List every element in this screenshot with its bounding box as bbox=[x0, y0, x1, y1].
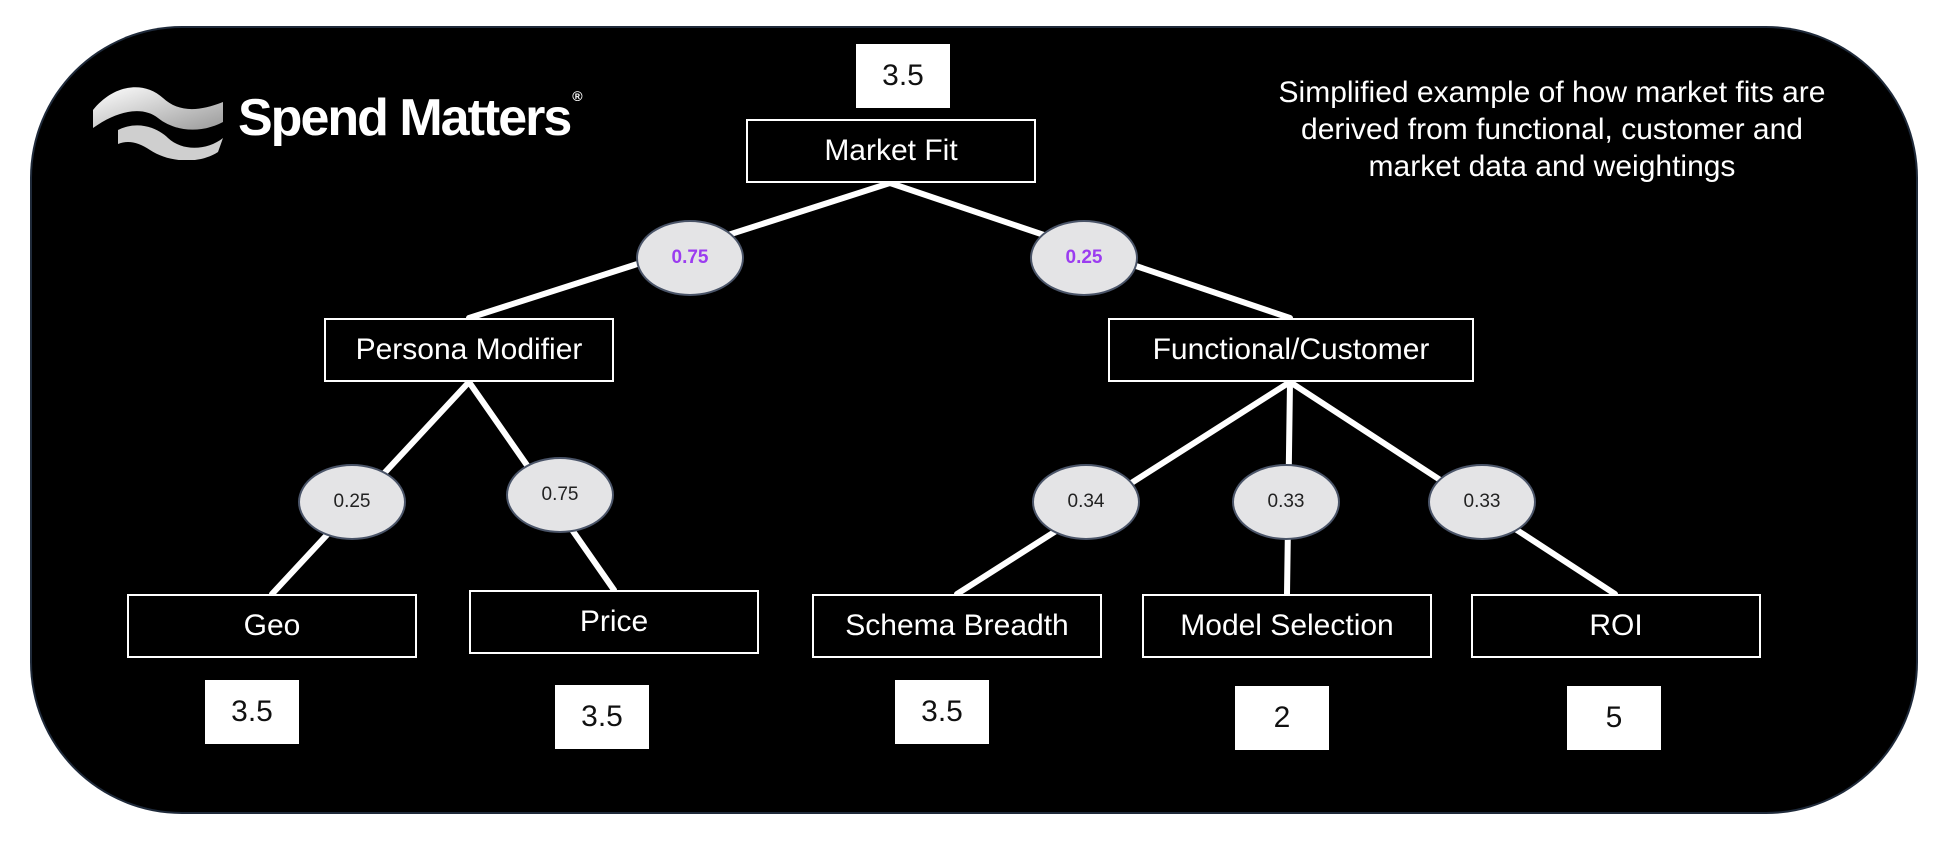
root-score: 3.5 bbox=[856, 44, 950, 108]
logo-mark-icon bbox=[93, 87, 223, 160]
brand-name: Spend Matters bbox=[238, 89, 572, 147]
node-persona-modifier: Persona Modifier bbox=[324, 318, 614, 382]
score-roi: 5 bbox=[1567, 686, 1661, 750]
root-node-market-fit: Market Fit bbox=[746, 119, 1036, 183]
node-roi: ROI bbox=[1471, 594, 1761, 658]
node-schema-breadth: Schema Breadth bbox=[812, 594, 1102, 658]
weight-model: 0.33 bbox=[1232, 464, 1340, 540]
node-functional-customer: Functional/Customer bbox=[1108, 318, 1474, 382]
score-price: 3.5 bbox=[555, 685, 649, 749]
diagram-caption: Simplified example of how market fits ar… bbox=[1278, 76, 1826, 183]
weight-geo: 0.25 bbox=[298, 464, 406, 540]
weight-persona: 0.75 bbox=[636, 220, 744, 296]
score-geo: 3.5 bbox=[205, 680, 299, 744]
score-schema: 3.5 bbox=[895, 680, 989, 744]
logo-wordmark: Spend Matters® bbox=[238, 88, 583, 148]
registered-mark: ® bbox=[572, 88, 583, 104]
weight-price: 0.75 bbox=[506, 457, 614, 533]
score-model: 2 bbox=[1235, 686, 1329, 750]
weight-schema: 0.34 bbox=[1032, 464, 1140, 540]
node-model-selection: Model Selection bbox=[1142, 594, 1432, 658]
weight-roi: 0.33 bbox=[1428, 464, 1536, 540]
spend-matters-logo: Spend Matters® bbox=[88, 80, 588, 170]
weight-functional: 0.25 bbox=[1030, 220, 1138, 296]
node-price: Price bbox=[469, 590, 759, 654]
node-geo: Geo bbox=[127, 594, 417, 658]
